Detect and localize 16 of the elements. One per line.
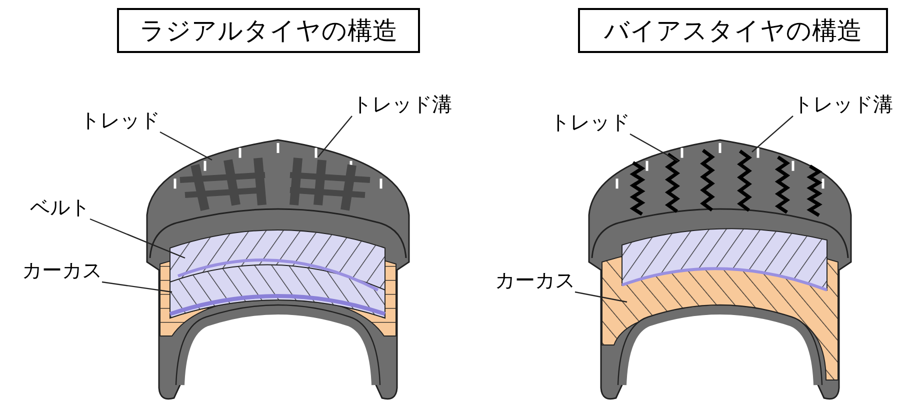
- leader-line: [102, 281, 172, 293]
- title-box: バイアスタイヤの構造: [578, 8, 888, 53]
- leader-line: [318, 116, 352, 158]
- part-label: ベルト: [30, 195, 90, 219]
- leader-line: [160, 131, 212, 161]
- leader-line: [752, 116, 794, 152]
- part-label: トレッド: [80, 108, 160, 132]
- title-box: ラジアルタイヤの構造: [117, 8, 420, 53]
- part-label: カーカス: [22, 258, 102, 282]
- part-label: トレッド: [550, 110, 630, 134]
- leader-line: [630, 133, 678, 162]
- leader-line: [90, 218, 186, 259]
- leader-line: [574, 291, 628, 303]
- part-label: カーカス: [495, 268, 575, 292]
- part-label: トレッド溝: [793, 92, 893, 116]
- part-label: トレッド溝: [352, 92, 452, 116]
